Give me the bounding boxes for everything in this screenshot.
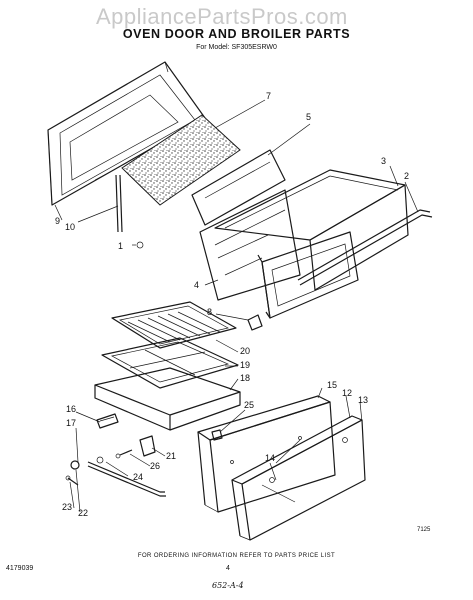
callout-22: 22: [78, 508, 89, 518]
outer-door-glass: [199, 189, 301, 301]
callout-2: 2: [404, 171, 410, 181]
door-insulation: [121, 114, 241, 206]
callout-13: 13: [358, 395, 369, 405]
callout-17: 17: [66, 418, 77, 428]
callout-26: 26: [150, 461, 161, 471]
screw: [115, 449, 133, 459]
callout-19: 19: [240, 360, 251, 370]
callout-16: 16: [66, 404, 77, 414]
figure-code: 7125: [417, 527, 431, 533]
callout-15: 15: [327, 380, 338, 390]
model-line: For Model: SF305ESRW0: [196, 44, 277, 51]
drawer-bracket: [139, 435, 156, 457]
callout-10: 10: [65, 222, 76, 232]
drawer-handle-rod: [297, 209, 433, 286]
latch-clip: [247, 314, 263, 331]
callout-3: 3: [381, 156, 387, 166]
drawer-front-frame: [257, 231, 359, 319]
callout-12: 12: [342, 388, 353, 398]
handwritten-note: 652-A-4: [212, 581, 244, 590]
callout-1: 1: [118, 241, 124, 251]
rack-roller: [96, 413, 119, 429]
door-window-glass: [191, 149, 286, 226]
callout-25: 25: [244, 400, 255, 410]
page-number: 4: [226, 565, 230, 572]
callout-21: 21: [166, 451, 177, 461]
callout-24: 24: [133, 472, 144, 482]
broiler-drawer-box: [214, 169, 409, 291]
callout-5: 5: [306, 112, 312, 122]
ordering-note: FOR ORDERING INFORMATION REFER TO PARTS …: [137, 553, 336, 559]
watermark-text: AppliancePartsPros.com: [96, 4, 348, 29]
door-hinge: [115, 174, 144, 249]
document-number: 4179039: [6, 565, 34, 572]
diagram-title: OVEN DOOR AND BROILER PARTS: [122, 27, 351, 41]
callout-7: 7: [266, 91, 272, 101]
slide-rail: [87, 456, 166, 497]
slide-roller: [65, 460, 80, 486]
drawer-front-panel: [197, 395, 336, 513]
callout-18: 18: [240, 373, 251, 383]
clip-screw: [211, 429, 223, 441]
leader-lines: [54, 99, 419, 513]
callout-20: 20: [240, 346, 251, 356]
callout-23: 23: [62, 502, 73, 512]
callout-8: 8: [207, 307, 213, 317]
broiler-grid: [111, 301, 237, 349]
callout-9: 9: [55, 216, 61, 226]
broiler-pan: [94, 367, 241, 431]
callout-14: 14: [265, 453, 276, 463]
callout-4: 4: [194, 280, 200, 290]
drawer-bottom-panel: [231, 415, 366, 541]
